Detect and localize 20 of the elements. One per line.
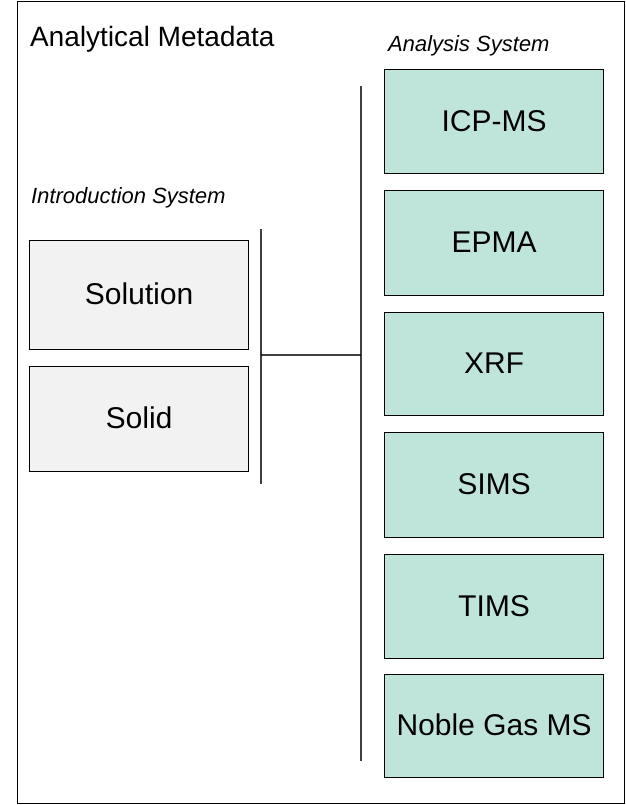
- box-label: Solution: [84, 277, 194, 313]
- box-label: TIMS: [458, 588, 530, 624]
- box-label: Solid: [106, 401, 172, 437]
- process-box: [384, 312, 604, 416]
- process-box: [29, 240, 249, 350]
- container-box: [17, 1, 625, 804]
- process-box: [384, 674, 604, 778]
- box-label: SIMS: [457, 467, 531, 503]
- process-box: [384, 190, 604, 296]
- box-label: EPMA: [451, 225, 537, 261]
- box-label: Noble Gas MS: [396, 708, 592, 744]
- group-heading: Analysis System: [388, 31, 550, 58]
- process-box: [29, 366, 249, 472]
- container-title: Analytical Metadata: [30, 20, 274, 54]
- process-box: [384, 69, 604, 174]
- box-label: ICP-MS: [442, 104, 546, 140]
- process-box: [384, 554, 604, 659]
- box-label: XRF: [464, 346, 524, 382]
- group-heading: Introduction System: [31, 183, 226, 210]
- process-box: [384, 432, 604, 538]
